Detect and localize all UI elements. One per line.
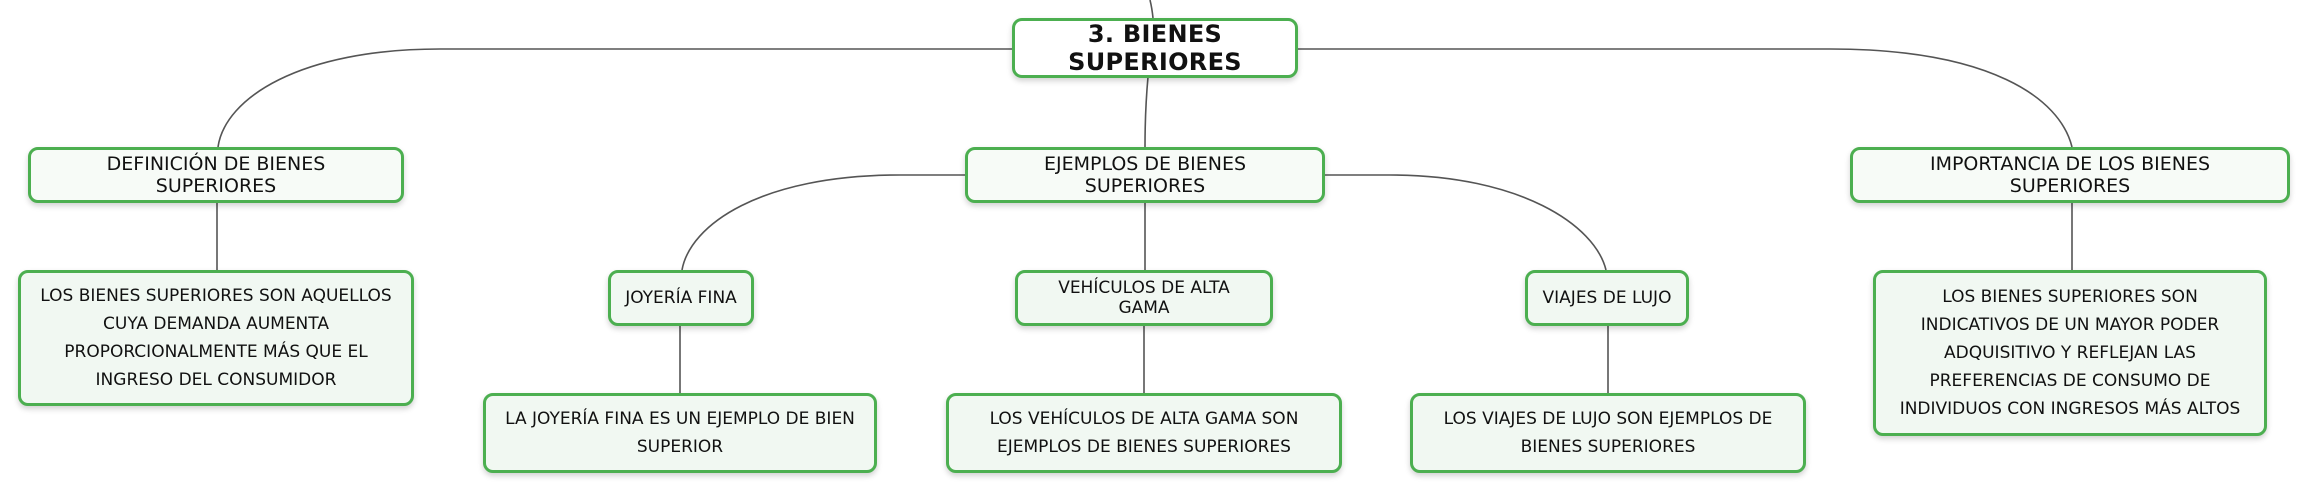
branch-importancia[interactable]: IMPORTANCIA DE LOS BIENES SUPERIORES (1850, 147, 2290, 203)
importancia-detail-text: LOS BIENES SUPERIORES SON INDICATIVOS DE… (1899, 287, 2241, 419)
joyeria-detail-text: LA JOYERÍA FINA ES UN EJEMPLO DE BIEN SU… (505, 409, 855, 457)
example-joyeria[interactable]: JOYERÍA FINA (608, 270, 754, 326)
example-vehiculos-label: VEHÍCULOS DE ALTA GAMA (1058, 278, 1230, 318)
branch-importancia-label: IMPORTANCIA DE LOS BIENES SUPERIORES (1929, 153, 2211, 197)
root-topic[interactable]: 3. BIENES SUPERIORES (1012, 18, 1298, 78)
branch-definicion-label: DEFINICIÓN DE BIENES SUPERIORES (106, 153, 326, 197)
example-vehiculos[interactable]: VEHÍCULOS DE ALTA GAMA (1015, 270, 1273, 326)
connector-root-importancia (1298, 48, 2073, 148)
example-viajes-label: VIAJES DE LUJO (1542, 288, 1672, 308)
viajes-detail[interactable]: LOS VIAJES DE LUJO SON EJEMPLOS DE BIENE… (1410, 393, 1806, 473)
importancia-detail[interactable]: LOS BIENES SUPERIORES SON INDICATIVOS DE… (1873, 270, 2267, 436)
example-viajes[interactable]: VIAJES DE LUJO (1525, 270, 1689, 326)
connector-root-definicion (217, 48, 1012, 148)
definicion-detail-text: LOS BIENES SUPERIORES SON AQUELLOS CUYA … (40, 286, 392, 390)
vehiculos-detail-text: LOS VEHÍCULOS DE ALTA GAMA SON EJEMPLOS … (989, 409, 1299, 457)
joyeria-detail[interactable]: LA JOYERÍA FINA ES UN EJEMPLO DE BIEN SU… (483, 393, 877, 473)
connector-ejemplos-joyeria (681, 174, 965, 271)
branch-ejemplos-label: EJEMPLOS DE BIENES SUPERIORES (1043, 153, 1247, 197)
connector-ejemplos-viajes (1325, 174, 1607, 271)
root-topic-label: 3. BIENES SUPERIORES (1068, 20, 1242, 76)
example-joyeria-label: JOYERÍA FINA (625, 288, 737, 308)
definicion-detail[interactable]: LOS BIENES SUPERIORES SON AQUELLOS CUYA … (18, 270, 414, 406)
connector-root-ejemplos (1144, 76, 1149, 148)
vehiculos-detail[interactable]: LOS VEHÍCULOS DE ALTA GAMA SON EJEMPLOS … (946, 393, 1342, 473)
connector-root-parent (1149, 0, 1154, 19)
branch-definicion[interactable]: DEFINICIÓN DE BIENES SUPERIORES (28, 147, 404, 203)
viajes-detail-text: LOS VIAJES DE LUJO SON EJEMPLOS DE BIENE… (1443, 409, 1773, 457)
branch-ejemplos[interactable]: EJEMPLOS DE BIENES SUPERIORES (965, 147, 1325, 203)
